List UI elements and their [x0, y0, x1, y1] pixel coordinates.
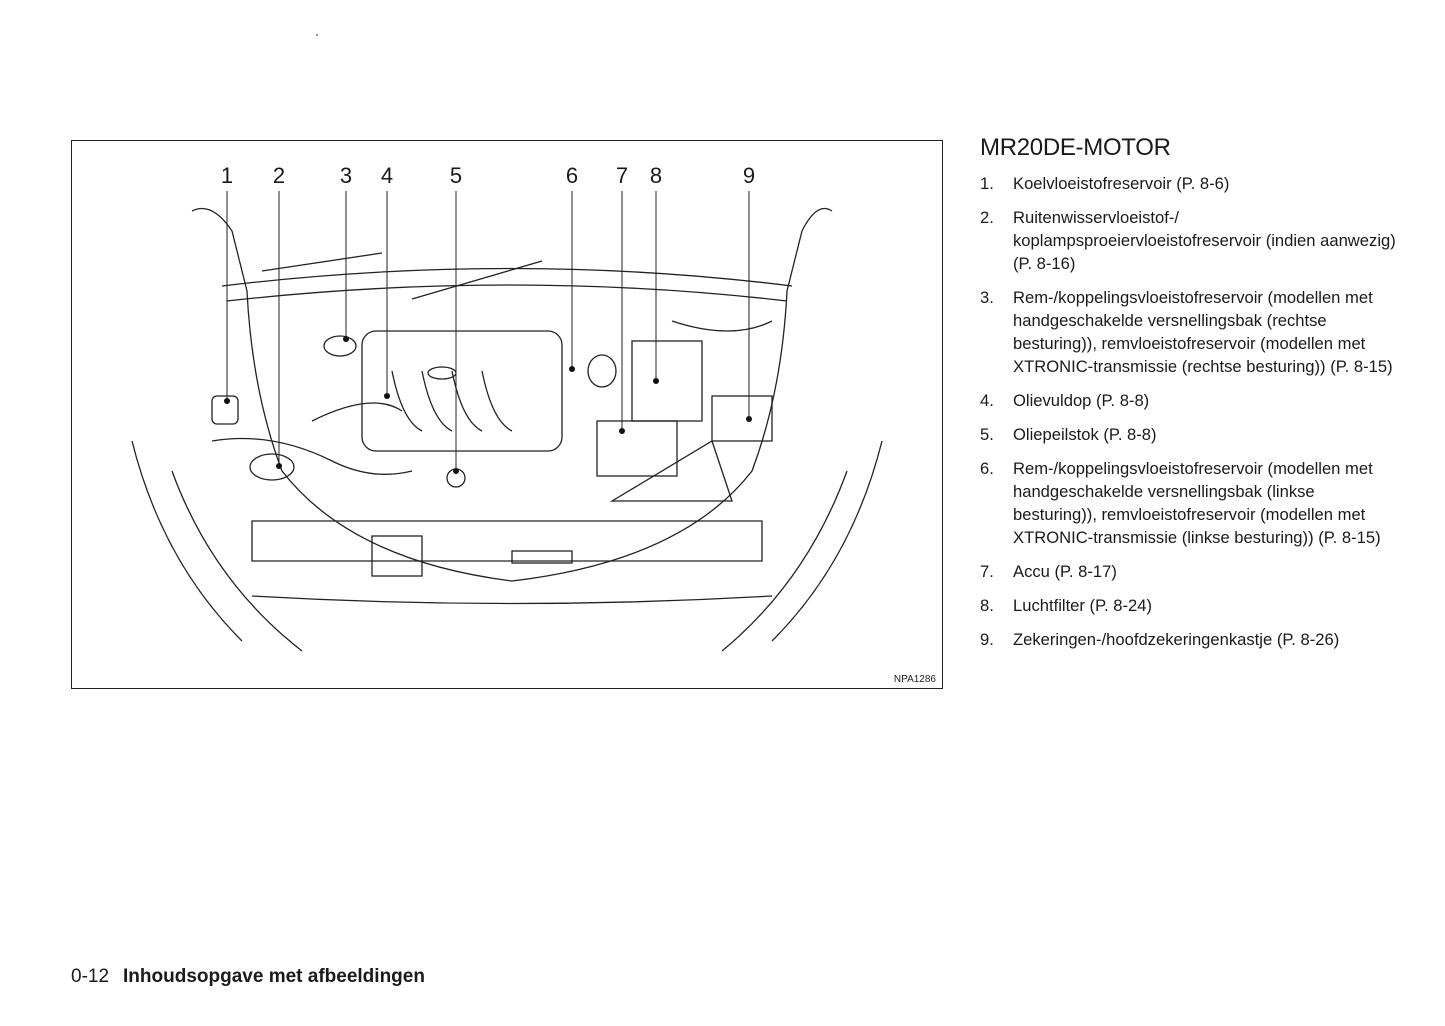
list-item: 3. Rem-/koppelingsvloeistofreservoir (mod… — [980, 286, 1410, 378]
callout-3: 3 — [339, 163, 353, 188]
list-item: 2. Ruitenwisservloeistof-/ koplampsproeie… — [980, 206, 1410, 275]
section-heading: MR20DE-MOTOR — [980, 134, 1171, 161]
list-item: 8. Luchtfilter (P. 8-24) — [980, 594, 1410, 617]
callout-1: 1 — [220, 163, 234, 188]
list-item: 7. Accu (P. 8-17) — [980, 560, 1410, 583]
engine-compartment-figure: 1 2 3 4 5 6 7 8 9 NPA1286 — [71, 140, 943, 689]
item-number: 7. — [980, 562, 994, 581]
item-text: Zekeringen-/hoofdzekeringenkastje (P. 8-… — [1013, 630, 1340, 649]
engine-illustration — [131, 191, 883, 652]
item-text: Oliepeilstok (P. 8-8) — [1013, 425, 1157, 444]
callout-2: 2 — [272, 163, 286, 188]
item-text: Rem-/koppelingsvloeistofreservoir (model… — [1013, 288, 1393, 376]
footer-title: Inhoudsopgave met afbeeldingen — [123, 966, 425, 987]
callout-7: 7 — [615, 163, 629, 188]
item-number: 8. — [980, 596, 994, 615]
item-text: Luchtfilter (P. 8-24) — [1013, 596, 1152, 615]
item-number: 2. — [980, 208, 994, 227]
callout-5: 5 — [449, 163, 463, 188]
item-number: 3. — [980, 288, 994, 307]
item-text: Ruitenwisservloeistof-/ koplampsproeierv… — [1013, 208, 1396, 273]
callout-9: 9 — [742, 163, 756, 188]
item-text: Koelvloeistofreservoir (P. 8-6) — [1013, 174, 1230, 193]
item-number: 6. — [980, 459, 994, 478]
list-item: 5. Oliepeilstok (P. 8-8) — [980, 423, 1410, 446]
item-number: 1. — [980, 174, 994, 193]
item-text: Accu (P. 8-17) — [1013, 562, 1117, 581]
list-item: 6. Rem-/koppelingsvloeistofreservoir (mod… — [980, 457, 1410, 549]
item-number: 4. — [980, 391, 994, 410]
list-item: 9. Zekeringen-/hoofdzekeringenkastje (P. … — [980, 628, 1410, 651]
item-text: Olievuldop (P. 8-8) — [1013, 391, 1150, 410]
page-number: 0-12 — [71, 966, 110, 987]
list-item: 1. Koelvloeistofreservoir (P. 8-6) — [980, 172, 1410, 195]
callout-4: 4 — [380, 163, 394, 188]
callout-8: 8 — [649, 163, 663, 188]
item-number: 5. — [980, 425, 994, 444]
scan-speck — [316, 34, 318, 36]
item-text: Rem-/koppelingsvloeistofreservoir (model… — [1013, 459, 1381, 547]
callout-6: 6 — [565, 163, 579, 188]
figure-code: NPA1286 — [893, 674, 936, 685]
item-number: 9. — [980, 630, 994, 649]
component-list: 1. Koelvloeistofreservoir (P. 8-6) 2. Ruit… — [980, 172, 1410, 662]
list-item: 4. Olievuldop (P. 8-8) — [980, 389, 1410, 412]
page-footer: 0-12 Inhoudsopgave met afbeeldingen — [71, 966, 425, 988]
